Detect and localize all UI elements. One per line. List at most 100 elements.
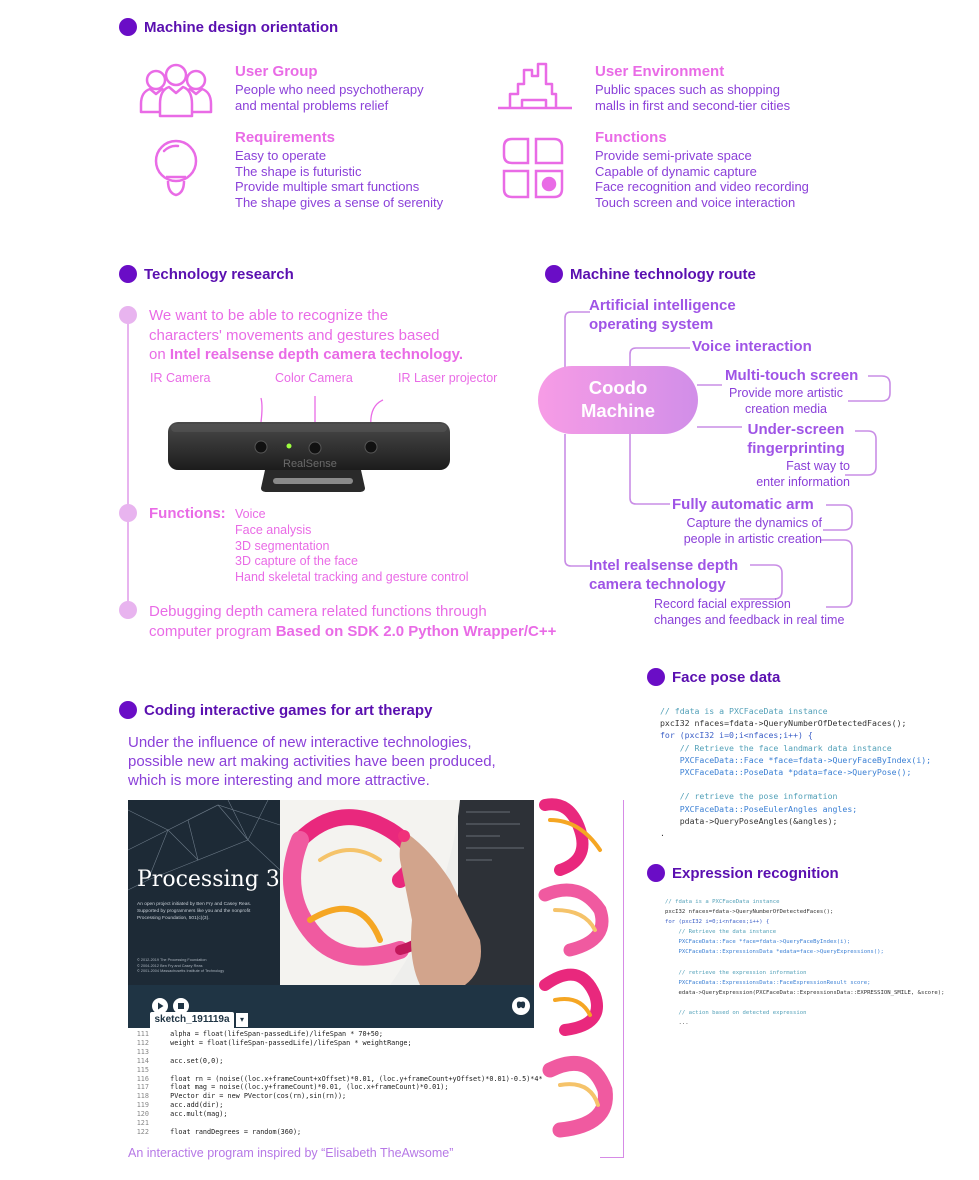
expression-code-line: // Retrieve the data instance: [665, 929, 777, 936]
section-bullet: [647, 864, 665, 882]
tech-function-item: Face analysis: [235, 522, 312, 537]
art-swirl-graphic: [280, 800, 534, 985]
tech-debug-bold: Based on SDK 2.0 Python Wrapper/C++: [275, 622, 557, 640]
stop-icon: [178, 1003, 184, 1009]
section-title-expression: Expression recognition: [672, 865, 839, 882]
art-snapshots-graphic: [538, 798, 613, 1138]
butterfly-icon: [516, 1001, 526, 1009]
route-sub-line: creation media: [745, 401, 827, 416]
section-title-orientation: Machine design orientation: [144, 19, 339, 36]
route-node-ai-line: Artificial intelligence: [589, 297, 736, 314]
line-number: 115: [136, 1065, 149, 1074]
sketch-code-line: float rn = (noise((loc.x+frameCount+xOff…: [162, 1074, 543, 1083]
sketch-code-line: float randDegrees = random(360);: [162, 1127, 302, 1136]
route-sub-line: changes and feedback in real time: [654, 612, 845, 627]
user-group-title: User Group: [235, 63, 318, 80]
section-title-face-pose: Face pose data: [672, 669, 781, 686]
expression-code-line: PXCFaceData::ExpressionsData *edata=face…: [665, 949, 884, 956]
requirements-line: The shape is futuristic: [235, 163, 362, 179]
line-number: 118: [136, 1092, 149, 1101]
touch-art-photo: [280, 800, 534, 985]
sketch-code: alpha = float(lifeSpan-passedLife)/lifeS…: [162, 1030, 543, 1137]
line-number: 111: [136, 1030, 149, 1038]
sketch-code-line: [162, 1066, 543, 1075]
strip-bracket-line: [623, 800, 624, 1158]
line-number: 117: [136, 1083, 149, 1092]
timeline-dot: [119, 601, 137, 619]
route-node-intel-line: Intel realsense depth: [589, 557, 739, 574]
coding-caption: An interactive program inspired by “Elis…: [128, 1146, 454, 1160]
route-multitouch-sub: Provide more artistic creation media: [722, 386, 850, 417]
face-pose-code-line: // retrieve the pose information: [660, 791, 838, 802]
device-brand-text: RealSense: [283, 458, 337, 470]
requirements-block: Requirements Easy to operate The shape i…: [235, 129, 443, 210]
route-sub-line: enter information: [756, 474, 850, 489]
tech-function-item: 3D capture of the face: [235, 554, 358, 569]
tech-function-item: Voice: [235, 507, 266, 521]
route-node-arm: Fully automatic arm: [672, 496, 814, 513]
strip-bracket-foot: [600, 1157, 624, 1158]
mode-button[interactable]: [512, 997, 530, 1015]
route-node-voice: Voice interaction: [692, 338, 812, 355]
functions-line: Provide semi-private space: [595, 148, 752, 163]
line-number: 112: [136, 1038, 149, 1047]
line-number: 120: [136, 1110, 149, 1119]
expression-code-line: PXCFaceData::Face *face=fdata->QueryFace…: [665, 939, 851, 946]
coding-intro-line: possible new art making activities have …: [128, 753, 496, 770]
user-group-line: People who need psychotherapy: [235, 82, 424, 97]
sketch-tab[interactable]: sketch_191119a: [150, 1012, 234, 1028]
stop-button[interactable]: [173, 998, 189, 1014]
processing-desc-line: Processing Foundation, 501(c)(3).: [137, 916, 210, 921]
play-icon: [158, 1002, 164, 1010]
user-group-icon: [139, 63, 213, 118]
requirements-line: Provide multiple smart functions: [235, 179, 420, 194]
line-number: 113: [136, 1047, 149, 1056]
section-bullet: [119, 701, 137, 719]
route-node-ai: Artificial intelligence operating system: [589, 296, 736, 334]
timeline-dot: [119, 306, 137, 324]
sketch-code-line: [162, 1048, 543, 1057]
functions-title: Functions: [595, 129, 667, 146]
copyright-line: © 2004-2012 Ben Fry and Casey Reas: [137, 963, 203, 968]
expression-code-line: for (pxcI32 i=0;i<nfaces;i++) {: [665, 919, 770, 926]
route-center-line: Coodo: [588, 377, 648, 398]
route-intel-sub: Record facial expression changes and fee…: [654, 597, 844, 628]
timeline-dot: [119, 504, 137, 522]
user-environment-icon: [498, 62, 572, 110]
tech-intro-bold: Intel realsense depth camera technology.: [169, 346, 464, 363]
tech-function-item: 3D segmentation: [235, 538, 330, 553]
functions-label: Functions:: [149, 505, 226, 522]
line-number: 121: [136, 1119, 149, 1128]
timeline-line: [127, 314, 129, 610]
route-sub-line: Capture the dynamics of: [686, 516, 823, 530]
expression-code-line: [665, 998, 945, 1008]
tech-debug: Debugging depth camera related functions…: [149, 602, 556, 641]
requirements-line: Easy to operate: [235, 148, 327, 163]
run-button[interactable]: [152, 998, 168, 1014]
requirements-line: The shape gives a sense of serenity: [235, 194, 444, 210]
route-sub-line: Record facial expression: [654, 597, 791, 611]
face-pose-code-line: PXCFaceData::PoseEulerAngles angles;: [660, 803, 858, 814]
tab-menu-button[interactable]: ▾: [236, 1013, 248, 1027]
line-number: 116: [136, 1074, 149, 1083]
section-title-route: Machine technology route: [570, 266, 756, 283]
face-pose-code-line: .: [660, 828, 665, 839]
route-sub-line: Provide more artistic: [729, 386, 843, 400]
section-bullet: [545, 265, 563, 283]
coding-intro: Under the influence of new interactive t…: [128, 733, 496, 790]
tech-function-item: Hand skeletal tracking and gesture contr…: [235, 570, 469, 585]
face-pose-code-line: PXCFaceData::PoseData *pdata=face->Query…: [660, 767, 912, 778]
expression-code-line: // retrieve the expression information: [665, 969, 807, 976]
label-ir-camera: IR Camera: [150, 371, 211, 385]
functions-line: Capable of dynamic capture: [595, 163, 757, 179]
section-title-tech-research: Technology research: [144, 266, 294, 283]
face-pose-code-line: [660, 778, 931, 790]
route-node-ai-line: operating system: [589, 316, 714, 333]
processing-desc-line: An open project initiated by Ben Fry and…: [137, 902, 252, 907]
section-bullet: [119, 265, 137, 283]
expression-code-line: // fdata is a PXCFaceData instance: [665, 899, 780, 905]
user-environment-title: User Environment: [595, 63, 725, 80]
